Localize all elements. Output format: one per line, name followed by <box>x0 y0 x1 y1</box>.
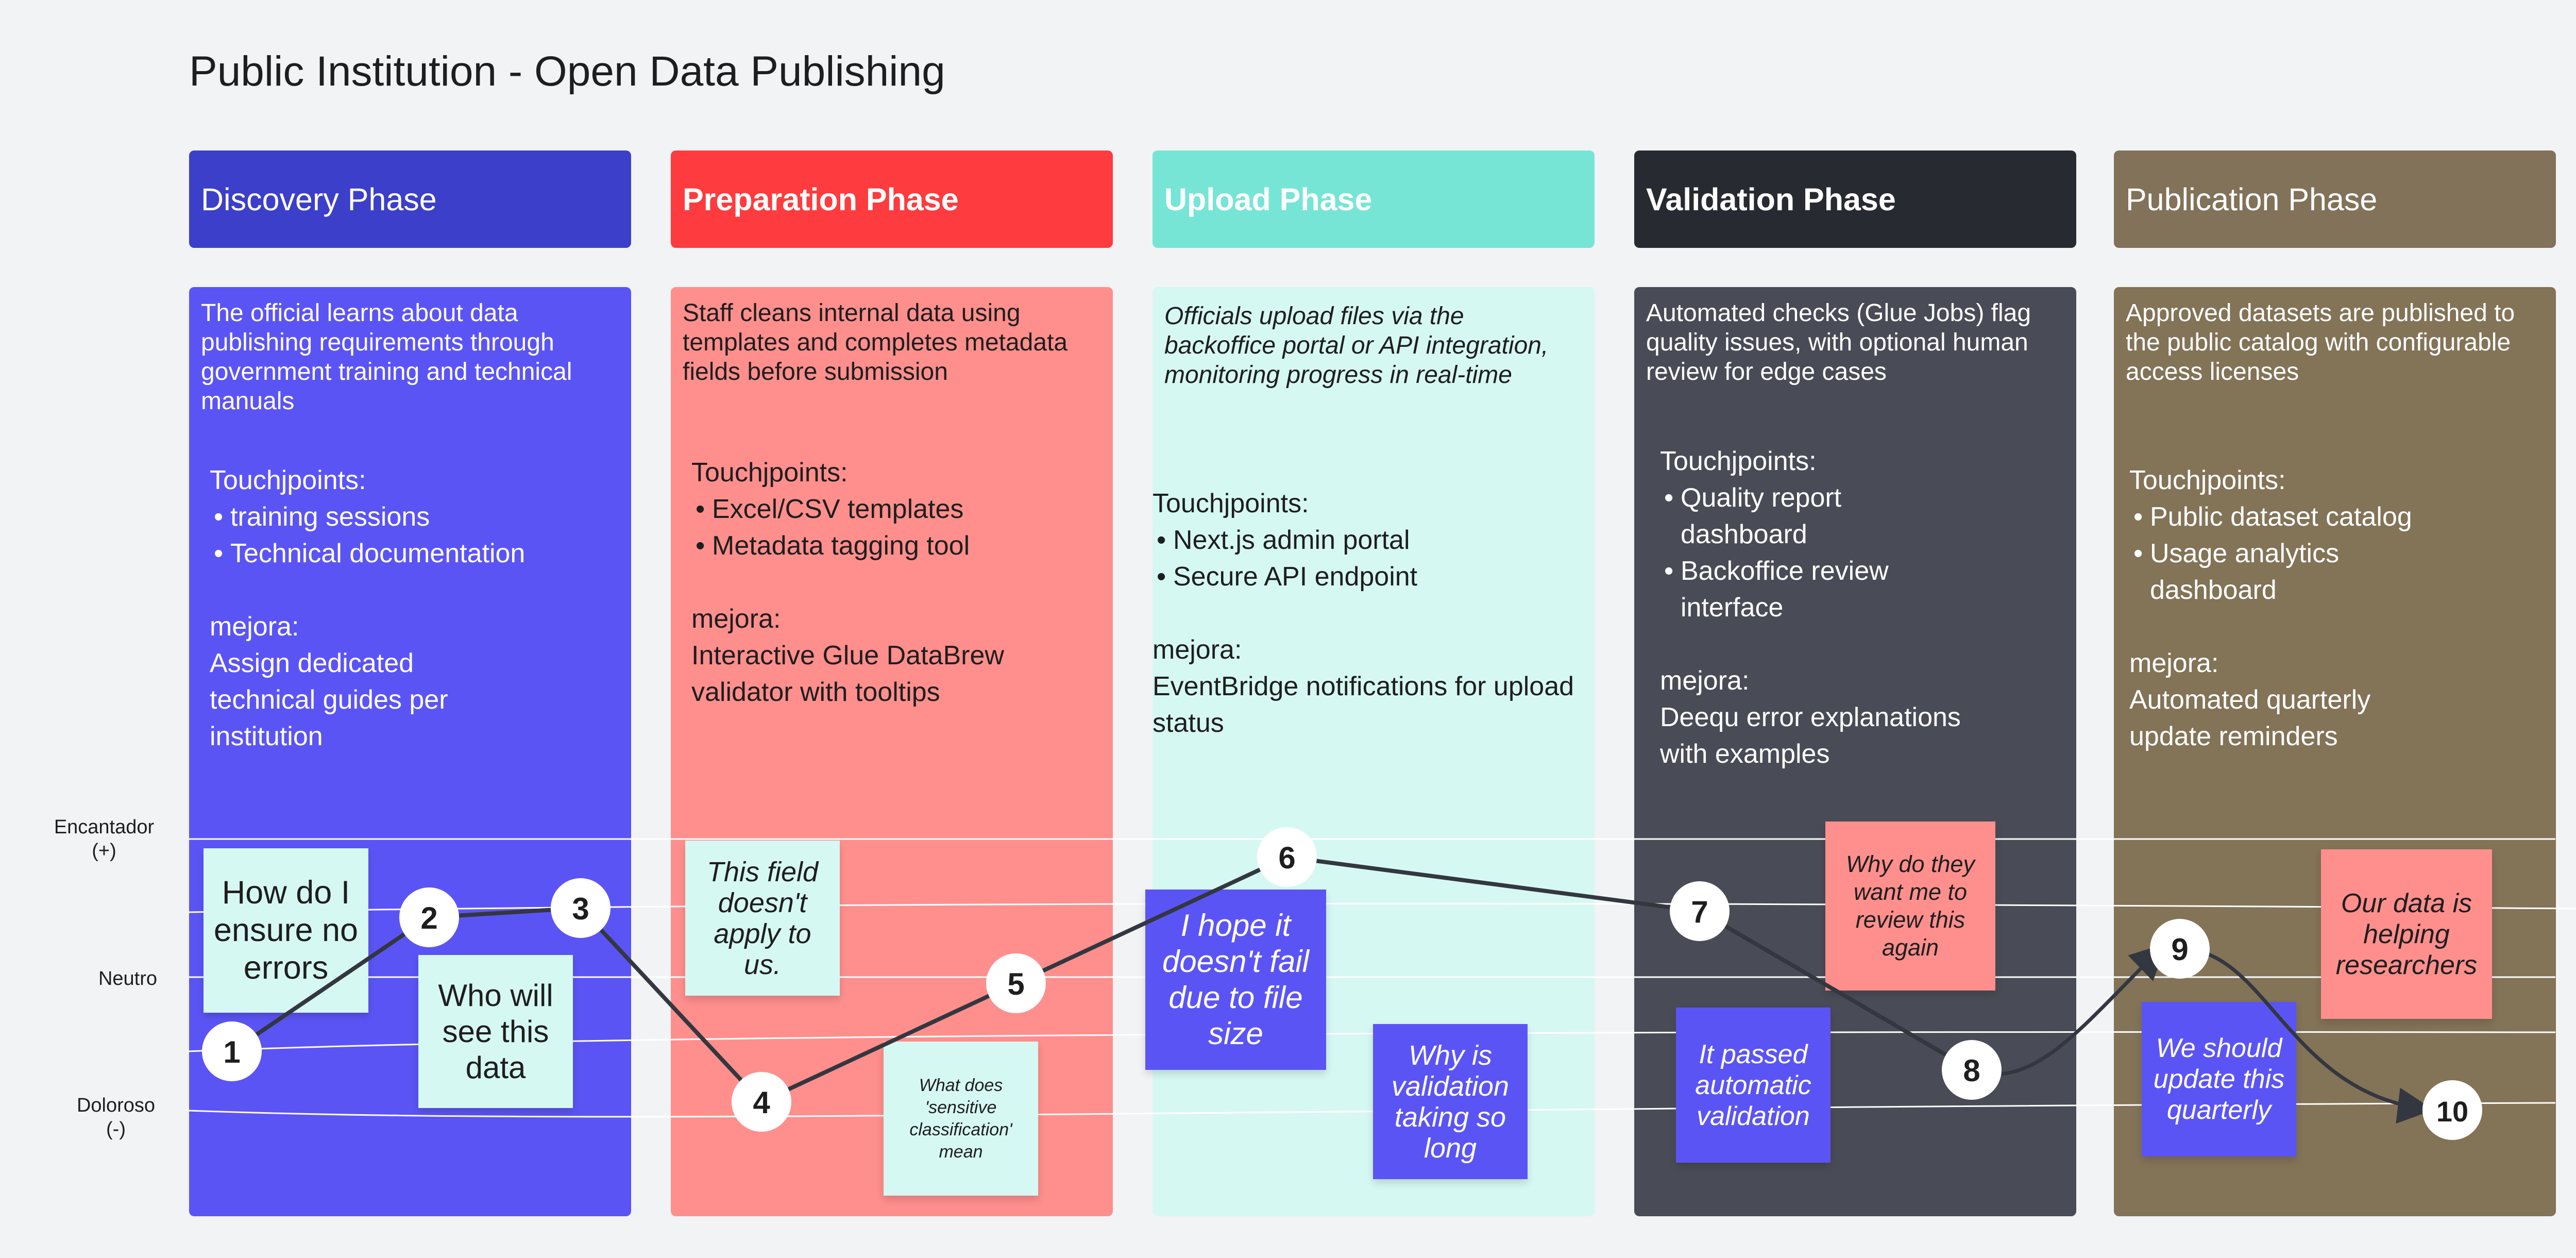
phase-header-preparation[interactable]: Preparation Phase <box>671 150 1113 248</box>
journey-point-label: 4 <box>753 1085 770 1120</box>
phase-header-publication[interactable]: Publication Phase <box>2114 150 2556 248</box>
phase-body-validation[interactable]: Automated checks (Glue Jobs) flag qualit… <box>1634 287 2076 1216</box>
improvement-text: Automated quarterly update reminders <box>2129 685 2371 751</box>
improvement-text: Deequ error explanations with examples <box>1660 702 1961 769</box>
touchpoint-item: Technical documentation <box>210 535 621 572</box>
sticky-note[interactable]: This field doesn't apply to us. <box>685 841 840 996</box>
touchpoints-list: Public dataset catalog Usage analytics d… <box>2129 499 2459 609</box>
touchpoint-item: Metadata tagging tool <box>691 528 1103 564</box>
journey-point-label: 9 <box>2171 932 2188 967</box>
journey-point-label: 5 <box>1007 967 1024 1001</box>
journey-point-5[interactable]: 5 <box>986 953 1046 1013</box>
journey-point-10[interactable]: 10 <box>2422 1080 2482 1140</box>
touchpoints-title: Touchjpoints: <box>691 458 848 488</box>
touchpoints-block: Touchjpoints: Next.js admin portal Secur… <box>1153 485 1584 742</box>
lane-label-neutral: Neutro <box>98 968 158 989</box>
sticky-note[interactable]: Our data is helping researchers <box>2321 849 2492 1019</box>
sticky-note[interactable]: It passed automatic validation <box>1676 1008 1831 1163</box>
phase-header-upload[interactable]: Upload Phase <box>1153 150 1595 248</box>
lane-label-negative: Doloroso (-) <box>76 1095 156 1140</box>
sticky-note[interactable]: How do I ensure no errors <box>204 848 368 1013</box>
touchpoints-block: Touchjpoints: Quality report dashboard B… <box>1660 443 2066 773</box>
touchpoints-block: Touchjpoints: Public dataset catalog Usa… <box>2129 462 2546 755</box>
improvement-title: mejora: <box>1153 635 1242 665</box>
phase-body-discovery[interactable]: The official learns about data publishin… <box>189 287 631 1216</box>
improvement-text: Assign dedicated technical guides per in… <box>210 648 448 751</box>
journey-arrow-8-9 <box>1971 943 2167 1076</box>
touchpoint-item: Excel/CSV templates <box>691 491 1103 528</box>
journey-arrow-9-10 <box>2179 947 2434 1124</box>
phase-description: Staff cleans internal data using templat… <box>683 299 1068 385</box>
touchpoint-item: Quality report dashboard <box>1660 480 1938 553</box>
improvement-title: mejora: <box>1660 666 1750 696</box>
touchpoint-item: Public dataset catalog <box>2129 499 2459 535</box>
touchpoints-title: Touchjpoints: <box>1153 489 1309 518</box>
touchpoints-list: Excel/CSV templates Metadata tagging too… <box>691 491 1103 564</box>
journey-point-label: 1 <box>223 1035 240 1069</box>
journey-point-6[interactable]: 6 <box>1257 827 1317 887</box>
phase-header-discovery[interactable]: Discovery Phase <box>189 150 631 248</box>
journey-point-label: 6 <box>1278 841 1295 875</box>
journey-point-label: 2 <box>420 901 437 935</box>
journey-point-2[interactable]: 2 <box>399 887 459 947</box>
lane-label-positive: Encantador (+) <box>54 816 155 862</box>
sticky-note[interactable]: I hope it doesn't fail due to file size <box>1145 890 1326 1070</box>
improvement-title: mejora: <box>691 604 781 634</box>
touchpoint-item: Usage analytics dashboard <box>2129 535 2459 609</box>
journey-point-label: 10 <box>2436 1095 2468 1128</box>
sticky-note[interactable]: We should update this quarterly <box>2142 1002 2296 1156</box>
sticky-note[interactable]: Why do they want me to review this again <box>1825 821 1995 991</box>
sticky-note[interactable]: Why is validation taking so long <box>1373 1024 1528 1179</box>
improvement-title: mejora: <box>2129 648 2219 678</box>
phase-description: Officials upload files via the backoffic… <box>1164 303 1549 389</box>
improvement-title: mejora: <box>210 612 299 642</box>
journey-point-4[interactable]: 4 <box>732 1072 791 1132</box>
touchpoints-block: Touchjpoints: training sessions Technica… <box>210 462 621 755</box>
touchpoints-block: Touchjpoints: Excel/CSV templates Metada… <box>691 455 1103 711</box>
touchpoints-title: Touchjpoints: <box>1660 446 1817 476</box>
journey-point-label: 8 <box>1963 1053 1980 1088</box>
touchpoint-item: Backoffice review interface <box>1660 553 1938 626</box>
touchpoints-list: Next.js admin portal Secure API endpoint <box>1153 522 1584 595</box>
journey-point-3[interactable]: 3 <box>551 878 611 938</box>
improvement-text: Interactive Glue DataBrew validator with… <box>691 641 1004 707</box>
journey-point-label: 7 <box>1691 895 1708 929</box>
sticky-note[interactable]: Who will see this data <box>418 955 573 1108</box>
journey-point-1[interactable]: 1 <box>202 1021 262 1081</box>
phase-description: Approved datasets are published to the p… <box>2126 299 2515 385</box>
touchpoints-list: training sessions Technical documentatio… <box>210 499 621 572</box>
touchpoints-title: Touchjpoints: <box>2129 465 2286 495</box>
touchpoints-title: Touchjpoints: <box>210 465 366 495</box>
sticky-note[interactable]: What does 'sensitive classification' mea… <box>884 1042 1038 1196</box>
touchpoint-item: Next.js admin portal <box>1153 522 1584 559</box>
phase-body-preparation[interactable]: Staff cleans internal data using templat… <box>671 287 1113 1216</box>
touchpoint-item: Secure API endpoint <box>1153 559 1584 595</box>
journey-point-7[interactable]: 7 <box>1670 881 1730 941</box>
journey-point-9[interactable]: 9 <box>2150 919 2210 979</box>
journey-point-label: 3 <box>572 892 589 926</box>
phase-description: The official learns about data publishin… <box>201 299 572 415</box>
board-title: Public Institution - Open Data Publishin… <box>189 48 945 95</box>
touchpoints-list: Quality report dashboard Backoffice revi… <box>1660 480 1938 626</box>
phase-description: Automated checks (Glue Jobs) flag qualit… <box>1646 299 2031 385</box>
improvement-text: EventBridge notifications for upload sta… <box>1153 672 1574 738</box>
journey-point-8[interactable]: 8 <box>1942 1040 2002 1100</box>
phase-header-validation[interactable]: Validation Phase <box>1634 150 2076 248</box>
touchpoint-item: training sessions <box>210 499 621 535</box>
